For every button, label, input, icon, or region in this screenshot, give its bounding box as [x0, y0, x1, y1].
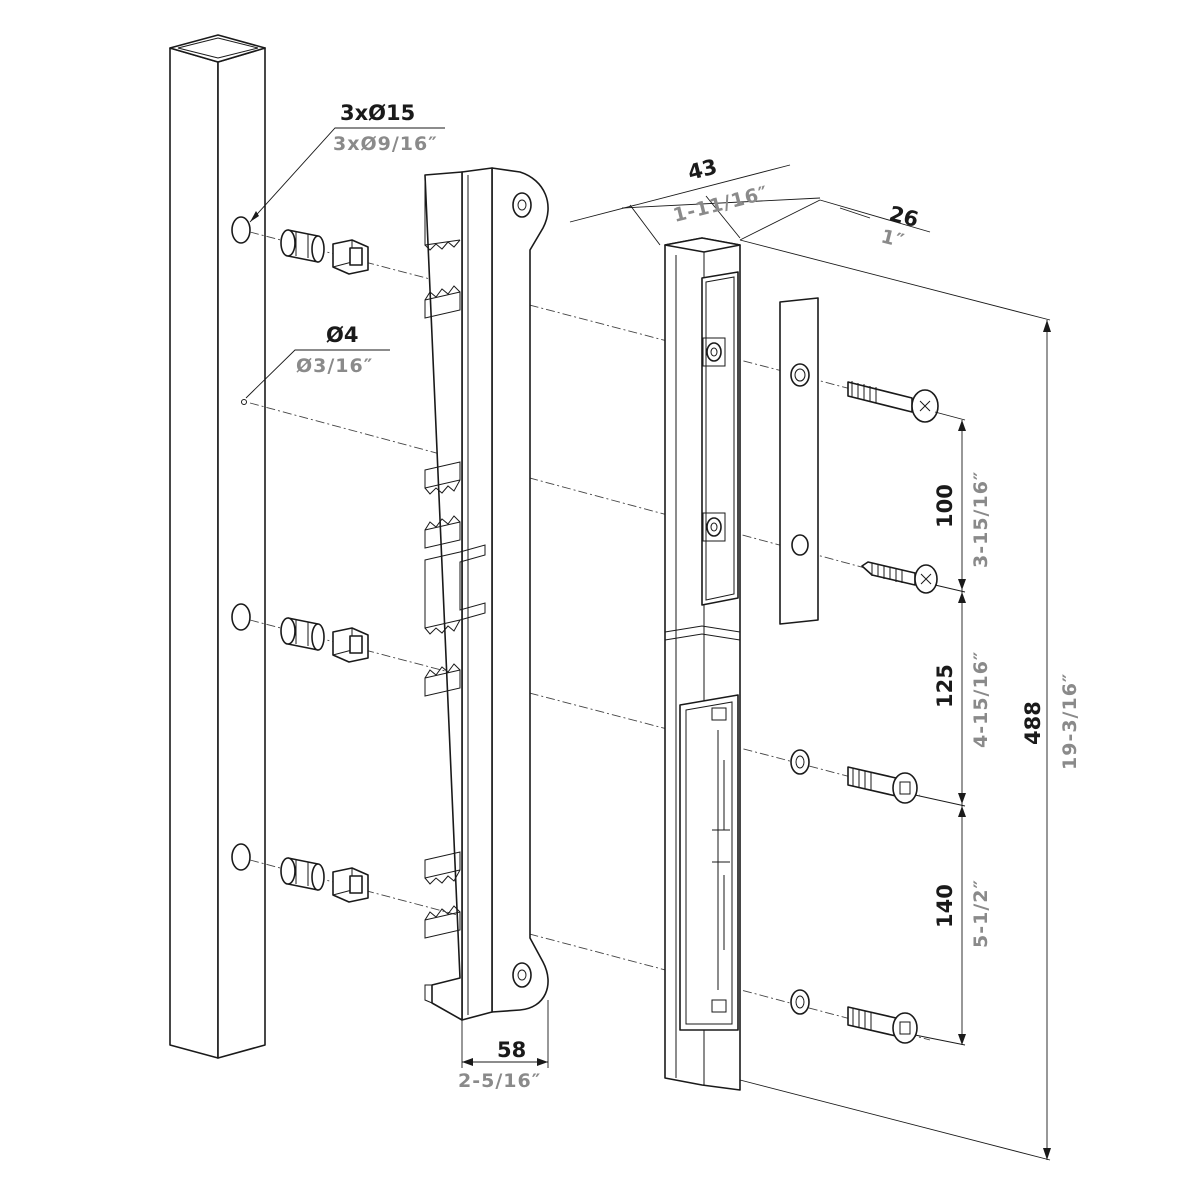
holes-label-in: 3xØ9/16″	[333, 133, 438, 155]
pin-label-in: Ø3/16″	[296, 355, 373, 377]
spacing2-label-in: 4-15/16″	[970, 651, 992, 748]
post-hole-top	[231, 216, 251, 244]
width-label-in: 1-11/16″	[671, 182, 771, 227]
holes-label-mm: 3xØ15	[340, 101, 415, 125]
height-label-mm: 488	[1021, 701, 1045, 745]
screw-fourth	[847, 1006, 918, 1044]
spacing3-label-mm: 140	[933, 884, 957, 928]
dimension-labels: 3xØ15 3xØ9/16″ Ø4 Ø3/16″ 43 1-11/16″ 26 …	[296, 101, 1081, 1092]
spacing1-label-in: 3-15/16″	[970, 471, 992, 568]
bracket-label-mm: 58	[497, 1038, 526, 1062]
insert-set-middle	[280, 617, 369, 663]
insert-set-top	[280, 229, 369, 275]
width-label-mm: 43	[685, 154, 719, 184]
spacing3-label-in: 5-1/2″	[970, 879, 992, 948]
depth-label-in: 1″	[879, 226, 907, 253]
post-hole-middle	[231, 603, 251, 631]
cover-strip	[779, 297, 819, 625]
spacing1-label-mm: 100	[933, 484, 957, 528]
screw-third	[847, 766, 918, 804]
washer-third	[790, 749, 810, 775]
washer-fourth	[790, 989, 810, 1015]
dimension-lines	[245, 127, 1051, 1161]
insert-set-bottom	[280, 857, 369, 903]
post-pin-hole	[241, 399, 247, 405]
lock-body	[664, 237, 741, 1091]
post-hole-bottom	[231, 843, 251, 871]
bracket-label-in: 2-5/16″	[458, 1070, 541, 1092]
pin-label-mm: Ø4	[326, 323, 358, 347]
screw-second	[861, 561, 938, 594]
mounting-bracket	[424, 167, 549, 1021]
square-post	[169, 34, 266, 1059]
screw-top	[847, 381, 939, 423]
spacing2-label-mm: 125	[933, 664, 957, 708]
height-label-in: 19-3/16″	[1059, 673, 1081, 770]
